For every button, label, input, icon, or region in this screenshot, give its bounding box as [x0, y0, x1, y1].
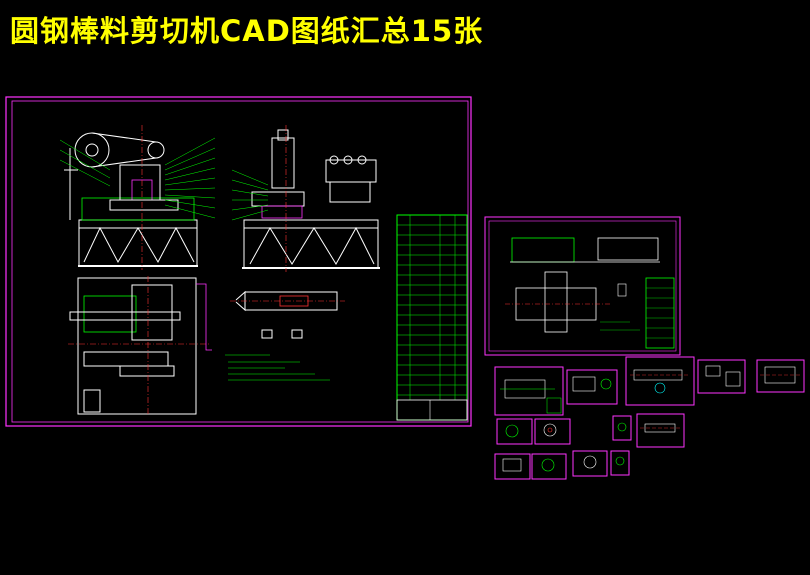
- top-view: [68, 276, 212, 416]
- main-drawing-sheet[interactable]: [5, 96, 472, 427]
- thumbnail-sheet-9[interactable]: [534, 418, 571, 445]
- side-view: [231, 125, 380, 272]
- thumbnail-sheet-11[interactable]: [636, 413, 685, 448]
- thumbnail-sheet-15[interactable]: [610, 450, 630, 476]
- thumbnail-sheet-14[interactable]: [572, 450, 608, 477]
- parts-list-table: [396, 214, 468, 421]
- thumbnail-sheet-13[interactable]: [531, 453, 567, 480]
- thumbnail-sheet-3[interactable]: [494, 366, 564, 416]
- front-view: [59, 125, 216, 270]
- thumbnail-sheet-4[interactable]: [566, 369, 618, 405]
- thumbnail-sheet-8[interactable]: [496, 418, 533, 445]
- thumbnail-sheet-12[interactable]: [494, 453, 531, 480]
- thumbnail-sheet-6[interactable]: [697, 359, 746, 394]
- detail-view: [225, 290, 345, 381]
- thumbnail-sheet-5[interactable]: [625, 356, 695, 406]
- thumbnail-sheet-10[interactable]: [612, 415, 632, 441]
- thumbnail-sheet-7[interactable]: [756, 359, 805, 393]
- assembly-sheet-2[interactable]: [484, 216, 681, 356]
- page-title: 圆钢棒料剪切机CAD图纸汇总15张: [10, 14, 484, 48]
